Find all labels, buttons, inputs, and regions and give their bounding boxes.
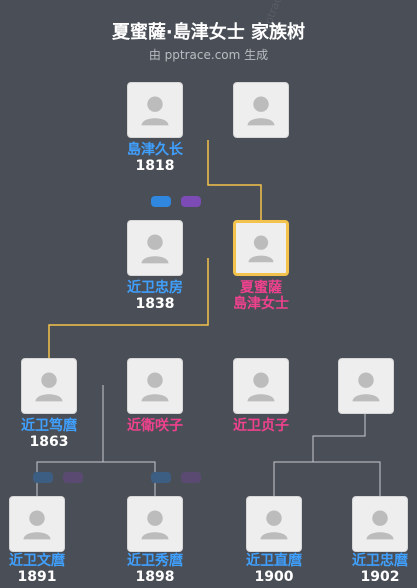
link-line bbox=[103, 461, 156, 496]
person-name[interactable]: 近卫忠麿 bbox=[352, 553, 408, 569]
page-subtitle: 由 pptrace.com 生成 bbox=[148, 48, 269, 62]
person-name[interactable]: 近卫笃麿 bbox=[21, 418, 77, 434]
person-placeholder-icon bbox=[141, 372, 169, 402]
person-placeholder-icon bbox=[141, 234, 169, 264]
person-year: 1863 bbox=[29, 434, 69, 450]
person-placeholder-icon bbox=[260, 510, 288, 540]
link-line bbox=[48, 258, 209, 358]
person-card[interactable] bbox=[338, 358, 394, 414]
person-placeholder-icon bbox=[247, 96, 275, 126]
person-placeholder-icon bbox=[248, 235, 274, 263]
person-placeholder-icon bbox=[35, 372, 63, 402]
person-card[interactable] bbox=[21, 358, 77, 414]
person-placeholder-icon bbox=[366, 510, 394, 540]
page-title: 夏蜜薩·島津女士 家族树 bbox=[111, 22, 306, 43]
person-name[interactable]: 近卫直麿 bbox=[246, 553, 302, 569]
person-year: 1891 bbox=[17, 569, 57, 585]
person-card[interactable] bbox=[127, 82, 183, 138]
person-card[interactable] bbox=[127, 358, 183, 414]
person-year: 1898 bbox=[135, 569, 175, 585]
link-line bbox=[207, 140, 262, 220]
person-card[interactable] bbox=[233, 358, 289, 414]
person-name[interactable]: 近衛咲子 bbox=[127, 418, 183, 434]
person-card-selected[interactable] bbox=[233, 220, 289, 276]
person-placeholder-icon bbox=[141, 510, 169, 540]
person-card[interactable] bbox=[352, 496, 408, 552]
person-year: 1902 bbox=[360, 569, 400, 585]
person-name[interactable]: 夏蜜薩 島津女士 bbox=[233, 280, 289, 312]
relation-pill[interactable] bbox=[63, 472, 83, 483]
person-name[interactable]: 島津久长 bbox=[127, 142, 183, 158]
person-placeholder-icon bbox=[247, 372, 275, 402]
person-year: 1900 bbox=[254, 569, 294, 585]
person-placeholder-icon bbox=[141, 96, 169, 126]
person-name[interactable]: 近卫文麿 bbox=[9, 553, 65, 569]
relation-pill[interactable] bbox=[181, 196, 201, 207]
link-line bbox=[313, 461, 381, 496]
person-placeholder-icon bbox=[23, 510, 51, 540]
link-line bbox=[273, 414, 366, 496]
person-year: 1838 bbox=[135, 296, 175, 312]
person-placeholder-icon bbox=[352, 372, 380, 402]
relation-pill[interactable] bbox=[151, 472, 171, 483]
person-card[interactable] bbox=[127, 496, 183, 552]
person-card[interactable] bbox=[9, 496, 65, 552]
person-name[interactable]: 近卫贞子 bbox=[233, 418, 289, 434]
person-card[interactable] bbox=[127, 220, 183, 276]
relation-pill[interactable] bbox=[151, 196, 171, 207]
person-card[interactable] bbox=[246, 496, 302, 552]
relation-pill[interactable] bbox=[33, 472, 53, 483]
person-year: 1818 bbox=[135, 158, 175, 174]
person-name[interactable]: 近卫秀麿 bbox=[127, 553, 183, 569]
person-card[interactable] bbox=[233, 82, 289, 138]
person-name[interactable]: 近卫忠房 bbox=[127, 280, 183, 296]
relation-pill[interactable] bbox=[181, 472, 201, 483]
